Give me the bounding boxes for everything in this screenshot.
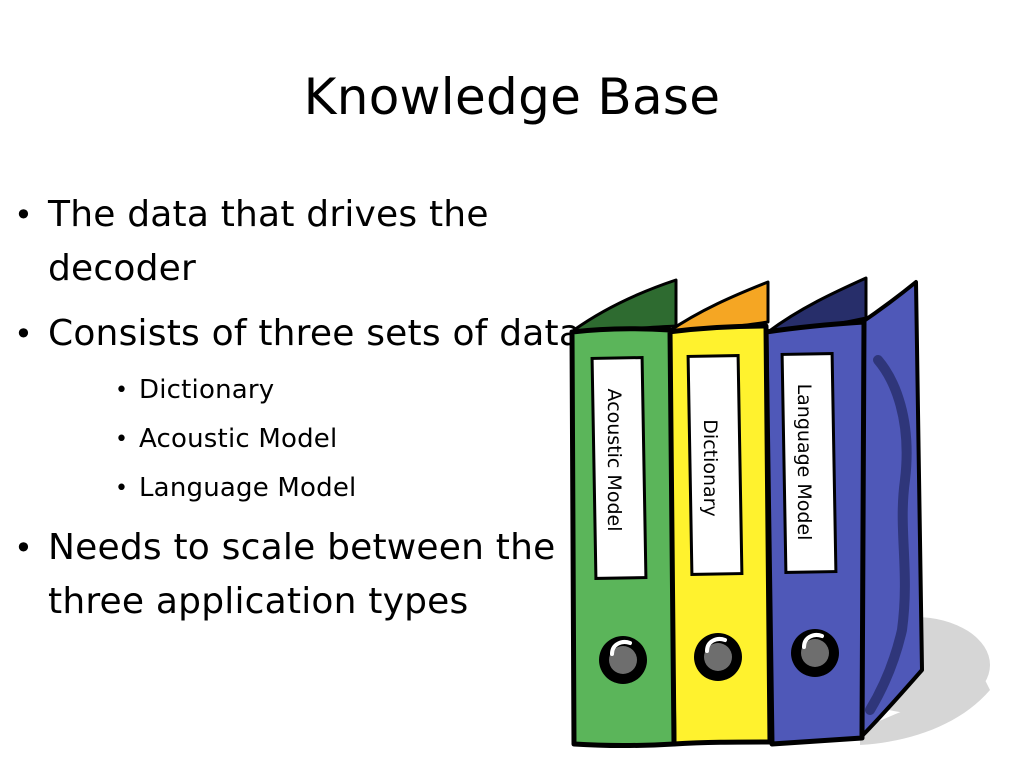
green-binder-ring [599, 636, 647, 684]
bullet-text: Consists of three sets of data: [48, 313, 594, 354]
binder-shadow-tail [860, 670, 990, 745]
bullet-text: The data that drives the decoder [48, 194, 489, 289]
sub-bullet-list: • Dictionary • Acoustic Model • Language… [8, 366, 628, 513]
bullet-dot: • [14, 196, 34, 234]
sub-bullet-item: • Acoustic Model [8, 415, 628, 464]
slide-title: Knowledge Base [303, 68, 721, 126]
bullet-item: • Needs to scale between the three appli… [8, 521, 568, 629]
binders-illustration: Acoustic Model Dictionary Language Model [569, 276, 990, 748]
bullet-dot: • [115, 378, 129, 403]
bullet-dot: • [115, 427, 129, 452]
bullet-dot: • [14, 529, 34, 567]
bullet-text: Needs to scale between the three applica… [48, 527, 556, 622]
blue-binder-ring [791, 629, 839, 677]
yellow-binder-ring [694, 633, 742, 681]
bullet-list: • The data that drives the decoder • Con… [8, 188, 628, 640]
bullet-item: • The data that drives the decoder [8, 188, 628, 296]
blue-binder-side-shade [865, 355, 912, 715]
green-binder-top [572, 278, 678, 336]
green-binder-label-card [590, 356, 648, 580]
bullet-dot: • [115, 476, 129, 501]
blue-binder-label-card [780, 352, 838, 574]
sub-bullet-text: Dictionary [139, 375, 275, 405]
yellow-binder-label: Dictionary [699, 419, 721, 516]
yellow-binder-label-card [686, 354, 744, 576]
sub-bullet-text: Language Model [139, 473, 357, 503]
sub-bullet-item: • Language Model [8, 464, 628, 513]
green-binder-label: Acoustic Model [603, 389, 625, 532]
bullet-item: • Consists of three sets of data: [8, 307, 628, 361]
blue-binder-label: Language Model [793, 384, 815, 541]
sub-bullet-group: • Dictionary • Acoustic Model • Language… [8, 366, 628, 513]
sub-bullet-item: • Dictionary [8, 366, 628, 415]
sub-bullet-text: Acoustic Model [139, 424, 338, 454]
bullet-dot: • [14, 315, 34, 353]
